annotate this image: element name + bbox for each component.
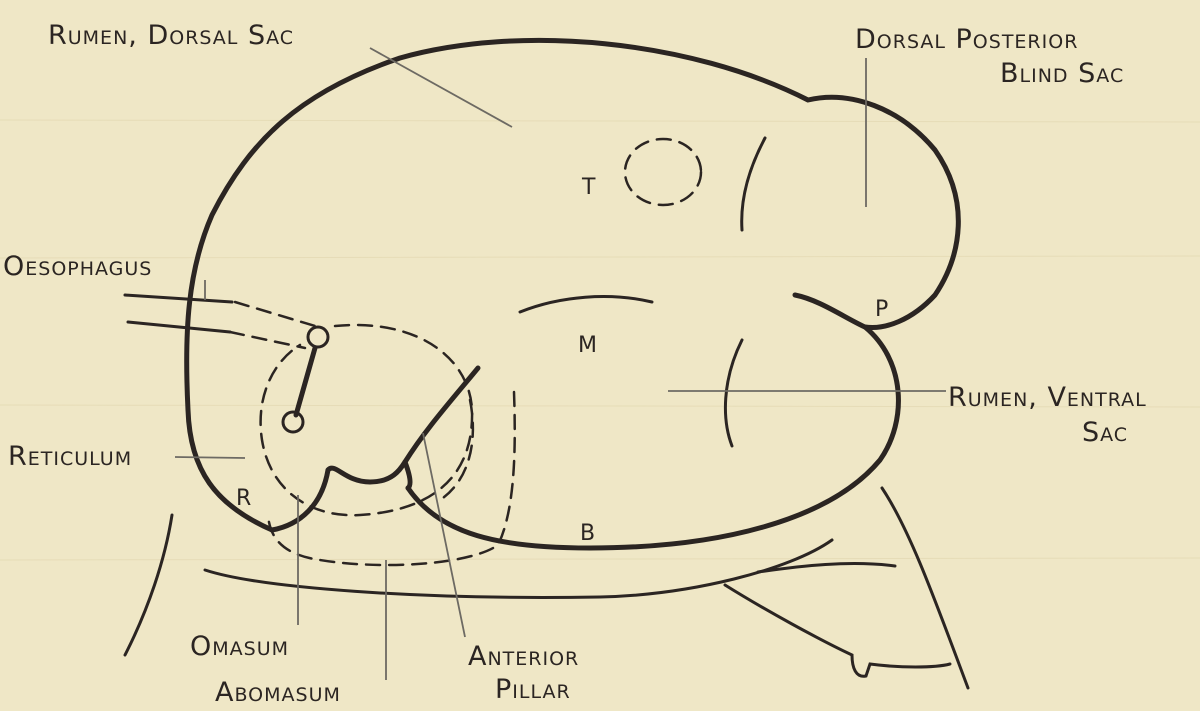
label-rumen-ventral-1: Rumen, Ventral — [948, 382, 1147, 413]
body-outline-hind — [882, 488, 968, 688]
marker-b: B — [580, 521, 595, 546]
marker-t: T — [581, 175, 596, 200]
reticulo-omasal-ring — [283, 412, 303, 432]
udder-outline — [725, 585, 950, 676]
label-omasum: Omasum — [190, 631, 289, 662]
dorsal-inner-curve — [742, 138, 765, 230]
label-dorsal-posterior-1: Dorsal Posterior — [855, 24, 1078, 55]
oesophagus-dashed-bottom — [230, 332, 305, 348]
label-reticulum: Reticulum — [8, 441, 132, 472]
omasum-outline — [261, 325, 472, 515]
rumen-outline — [187, 40, 959, 548]
t-region-outline — [625, 139, 701, 205]
marker-p: P — [875, 297, 888, 322]
body-outline-left — [125, 515, 172, 655]
oesophagus-lower-line — [128, 322, 230, 332]
label-anterior-pillar-2: Pillar — [495, 674, 571, 705]
ventral-inner-curve — [725, 340, 742, 446]
oesophagus-dashed-top — [235, 302, 315, 326]
label-anterior-pillar-1: Anterior — [468, 641, 579, 672]
paper-texture — [0, 120, 1200, 560]
leader-dorsal-sac — [370, 48, 512, 127]
m-arch — [520, 297, 652, 312]
label-abomasum: Abomasum — [215, 677, 341, 708]
oesophagus-upper-line — [125, 295, 232, 302]
posterior-fold — [795, 295, 865, 327]
leader-anterior-pillar — [423, 433, 465, 637]
oesophageal-groove — [296, 348, 315, 415]
body-outline-belly — [205, 540, 832, 597]
cardia-ring — [308, 327, 328, 347]
marker-m: M — [578, 333, 597, 358]
marker-r: R — [236, 486, 251, 511]
label-dorsal-posterior-2: Blind Sac — [1000, 58, 1124, 89]
label-rumen-ventral-2: Sac — [1082, 417, 1128, 448]
label-oesophagus: Oesophagus — [3, 251, 152, 282]
label-rumen-dorsal-sac: Rumen, Dorsal Sac — [48, 20, 294, 51]
reticulo-rumen-fold — [328, 462, 410, 488]
leader-reticulum — [175, 457, 245, 458]
